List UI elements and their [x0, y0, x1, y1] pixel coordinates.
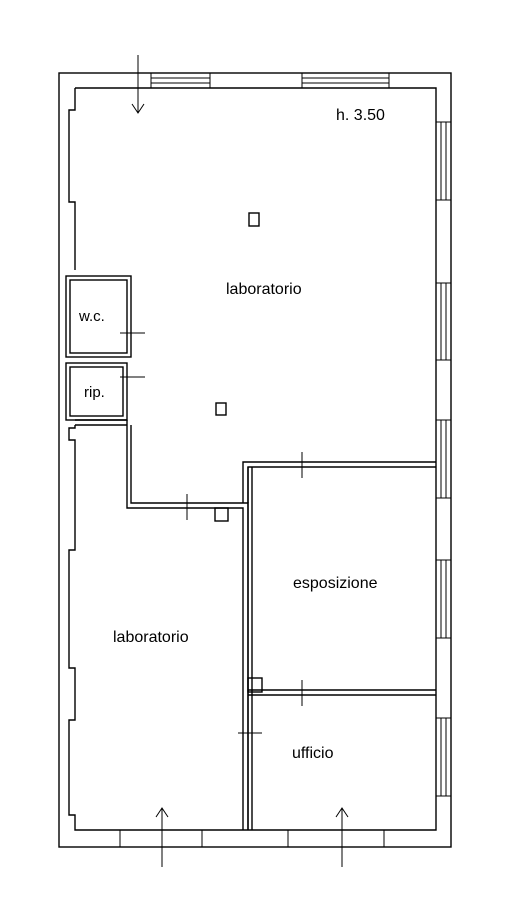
room-label-laboratorio-top: laboratorio: [226, 281, 302, 298]
bottom-openings: [119, 829, 385, 848]
entrance-arrow-top-icon: [131, 55, 145, 114]
height-note: h. 3.50: [336, 107, 385, 124]
service-rooms-walls: [65, 275, 132, 426]
right-windows: [435, 121, 452, 797]
room-label-laboratorio-bottom: laboratorio: [113, 629, 189, 646]
entrance-arrow-bottom-right-icon: [335, 807, 349, 867]
entrance-arrow-bottom-left-icon: [155, 807, 169, 867]
room-label-esposizione: esposizione: [293, 575, 378, 592]
internal-partitions: [126, 420, 436, 830]
entrance-arrows: [131, 55, 349, 867]
top-windows: [150, 72, 390, 89]
room-label-ufficio: ufficio: [292, 745, 334, 762]
door-marks: [120, 322, 303, 744]
room-label-rip: rip.: [84, 384, 105, 401]
outer-walls: [58, 72, 452, 848]
columns: [215, 212, 260, 416]
room-label-wc: w.c.: [78, 308, 105, 325]
